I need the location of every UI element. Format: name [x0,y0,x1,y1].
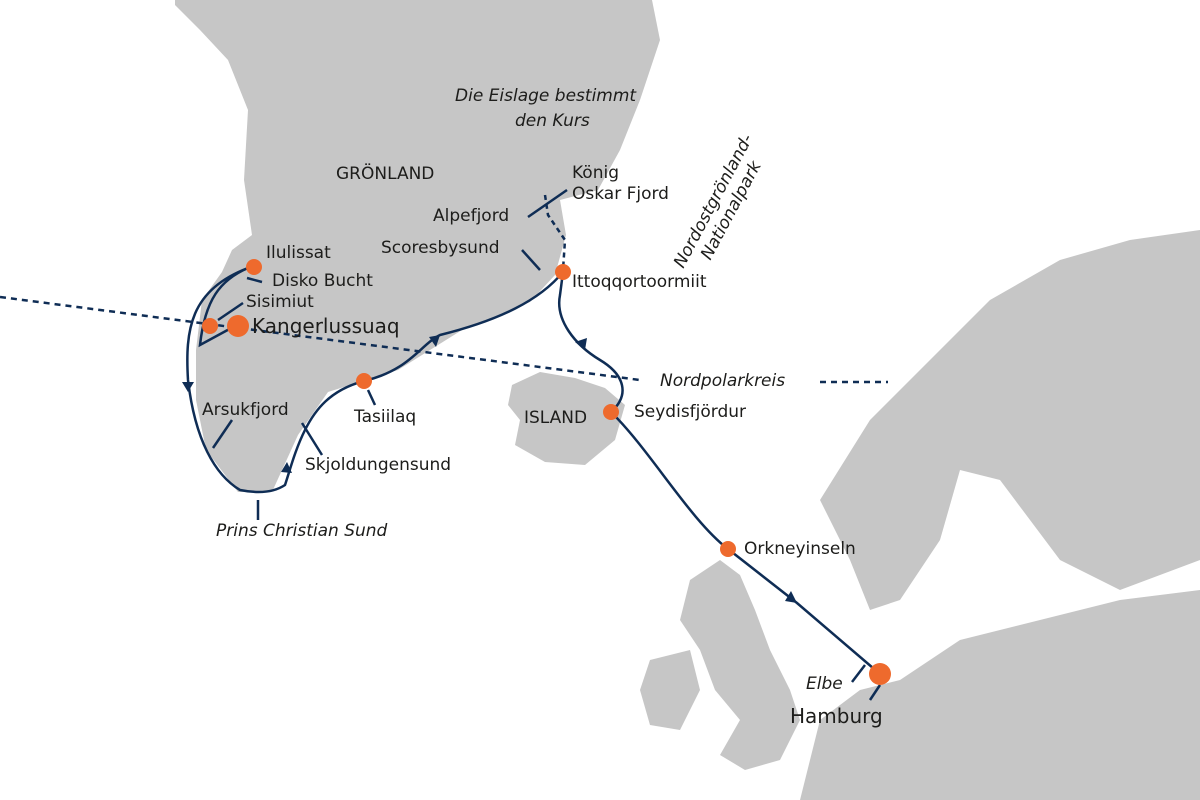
leader-line [217,301,244,322]
stop-sisimiut [202,318,218,334]
europe-land [800,590,1200,800]
label-elbe: Elbe [806,674,843,694]
region-greenland: GRÖNLAND [336,164,435,184]
stop-orkney [720,541,736,557]
leader-line [366,389,377,406]
label-ilulissat: Ilulissat [266,243,331,263]
route-arrow [785,591,797,603]
iceland-land [508,372,625,465]
stop-seydisfjordur [603,404,619,420]
ireland-land [640,650,700,730]
label-seydisfjordur: Seydisfjördur [634,402,747,422]
label-sisimiut: Sisimiut [246,292,314,312]
ice-note-line2: den Kurs [515,111,590,131]
polar-circle-label: Nordpolarkreis [660,371,786,391]
leader-line [300,422,324,456]
label-orkney: Orkneyinseln [744,539,856,559]
label-arsukfjord: Arsukfjord [202,400,289,420]
scandinavia-land [820,230,1200,610]
greenland-land [175,0,660,492]
stop-kangerlussuaq [227,315,249,337]
label-kangerlussuaq: Kangerlussuaq [252,314,400,338]
leader-line [211,419,234,449]
label-ittoqqortoormiit: Ittoqqortoormiit [572,272,707,292]
route-arrow [429,335,440,347]
stop-ittoqqortoormiit [555,264,571,280]
label-disko: Disko Bucht [272,271,373,291]
region-iceland: ISLAND [524,408,588,428]
label-alpefjord: Alpefjord [433,206,510,226]
label-scoresbysund: Scoresbysund [381,238,500,258]
ice-note-line1: Die Eislage bestimmt [455,86,637,106]
label-koenig: König [572,163,619,183]
leader-line [851,664,866,683]
label-prins-christian-sund: Prins Christian Sund [216,521,388,541]
label-oskar-fjord: Oskar Fjord [572,184,669,204]
stop-ilulissat [246,259,262,275]
label-tasiilaq: Tasiilaq [354,407,417,427]
route-arrow [281,462,292,473]
label-skjoldungensund: Skjoldungensund [305,455,452,475]
leader-line [521,249,541,271]
cruise-route [186,266,881,675]
route-arrow [575,338,587,350]
leader-line [246,276,263,284]
leader-line [868,684,882,701]
stop-hamburg [869,663,891,685]
britain-land [680,560,800,770]
label-hamburg: Hamburg [790,704,883,728]
stop-tasiilaq [356,373,372,389]
route-arrow [182,382,194,392]
polar-circle-line [0,295,888,384]
leader-line [527,188,568,219]
